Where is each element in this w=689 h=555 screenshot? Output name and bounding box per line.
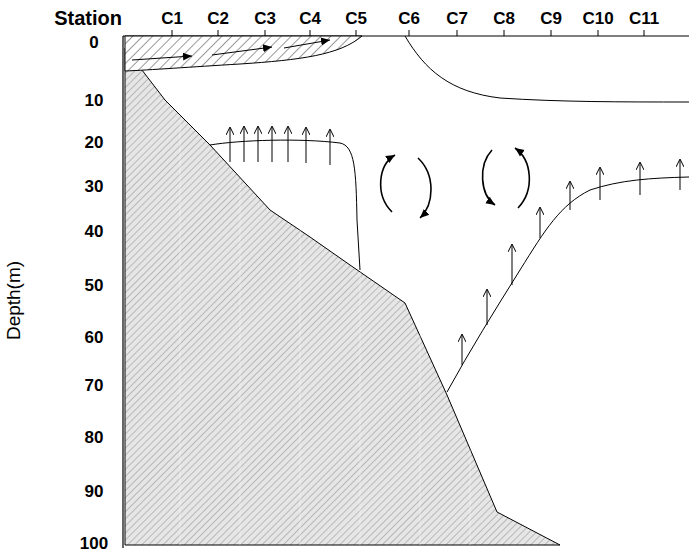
station-label: C10 <box>582 10 613 27</box>
depth-tick-label: 30 <box>85 178 104 195</box>
depth-tick-label: 100 <box>80 535 108 552</box>
station-label: C5 <box>345 10 367 27</box>
station-label: C2 <box>207 10 229 27</box>
station-label: C4 <box>299 10 321 27</box>
station-label: C11 <box>629 10 659 27</box>
station-label: C9 <box>540 10 562 27</box>
depth-tick-label: 0 <box>89 34 98 51</box>
depth-tick-label: 70 <box>85 377 104 394</box>
station-label: C8 <box>493 10 515 27</box>
depth-tick-label: 50 <box>85 277 104 294</box>
station-label: C1 <box>161 10 183 27</box>
depth-tick-label: 10 <box>85 92 104 109</box>
station-label: C7 <box>446 10 468 27</box>
station-label: C6 <box>398 10 420 27</box>
depth-tick-label: 80 <box>85 429 104 446</box>
depth-tick-label: 40 <box>85 223 104 240</box>
depth-tick-label: 60 <box>85 329 104 346</box>
depth-tick-label: 20 <box>85 134 104 151</box>
axis-title: Depth(m) <box>5 260 24 339</box>
depth-tick-label: 90 <box>85 483 104 500</box>
axis-title: Station <box>54 8 122 28</box>
station-label: C3 <box>254 10 276 27</box>
